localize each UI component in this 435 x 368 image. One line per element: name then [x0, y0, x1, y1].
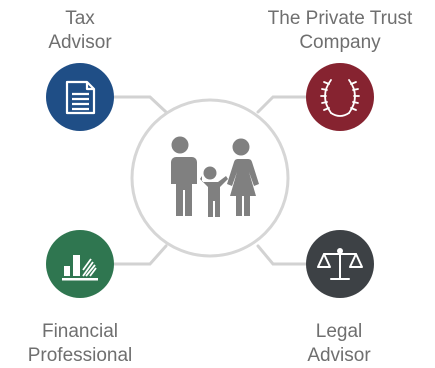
legal-advisor-label: Legal Advisor	[279, 320, 399, 368]
tax-advisor-label-line2: Advisor	[48, 32, 112, 53]
legal-advisor-label-line2: Advisor	[307, 345, 371, 366]
scales-icon	[317, 248, 363, 280]
legal-advisor-label-line1: Legal	[315, 321, 363, 342]
financial-professional-label-line2: Professional	[27, 345, 133, 366]
connector-legal	[256, 244, 308, 266]
private-trust-label-line1: The Private Trust	[267, 8, 413, 29]
private-trust-label: The Private Trust Company	[245, 7, 435, 55]
connector-lines	[112, 95, 308, 266]
connector-tax	[112, 95, 168, 114]
financial-professional-label: Financial Professional	[0, 320, 160, 368]
private-trust-node	[306, 63, 374, 131]
connector-trust	[256, 95, 308, 114]
financial-professional-label-line1: Financial	[41, 321, 119, 342]
financial-professional-node	[46, 230, 114, 298]
tax-advisor-label: Tax Advisor	[20, 7, 140, 55]
private-trust-label-line2: Company	[299, 32, 381, 53]
laurel-wreath-icon	[320, 79, 360, 117]
connector-financial	[112, 244, 168, 266]
tax-advisor-node	[46, 63, 114, 131]
tax-advisor-label-line1: Tax	[65, 8, 95, 29]
family-icon	[168, 136, 259, 217]
document-icon	[65, 80, 96, 115]
legal-advisor-node	[306, 230, 374, 298]
bar-chart-icon	[62, 255, 98, 281]
